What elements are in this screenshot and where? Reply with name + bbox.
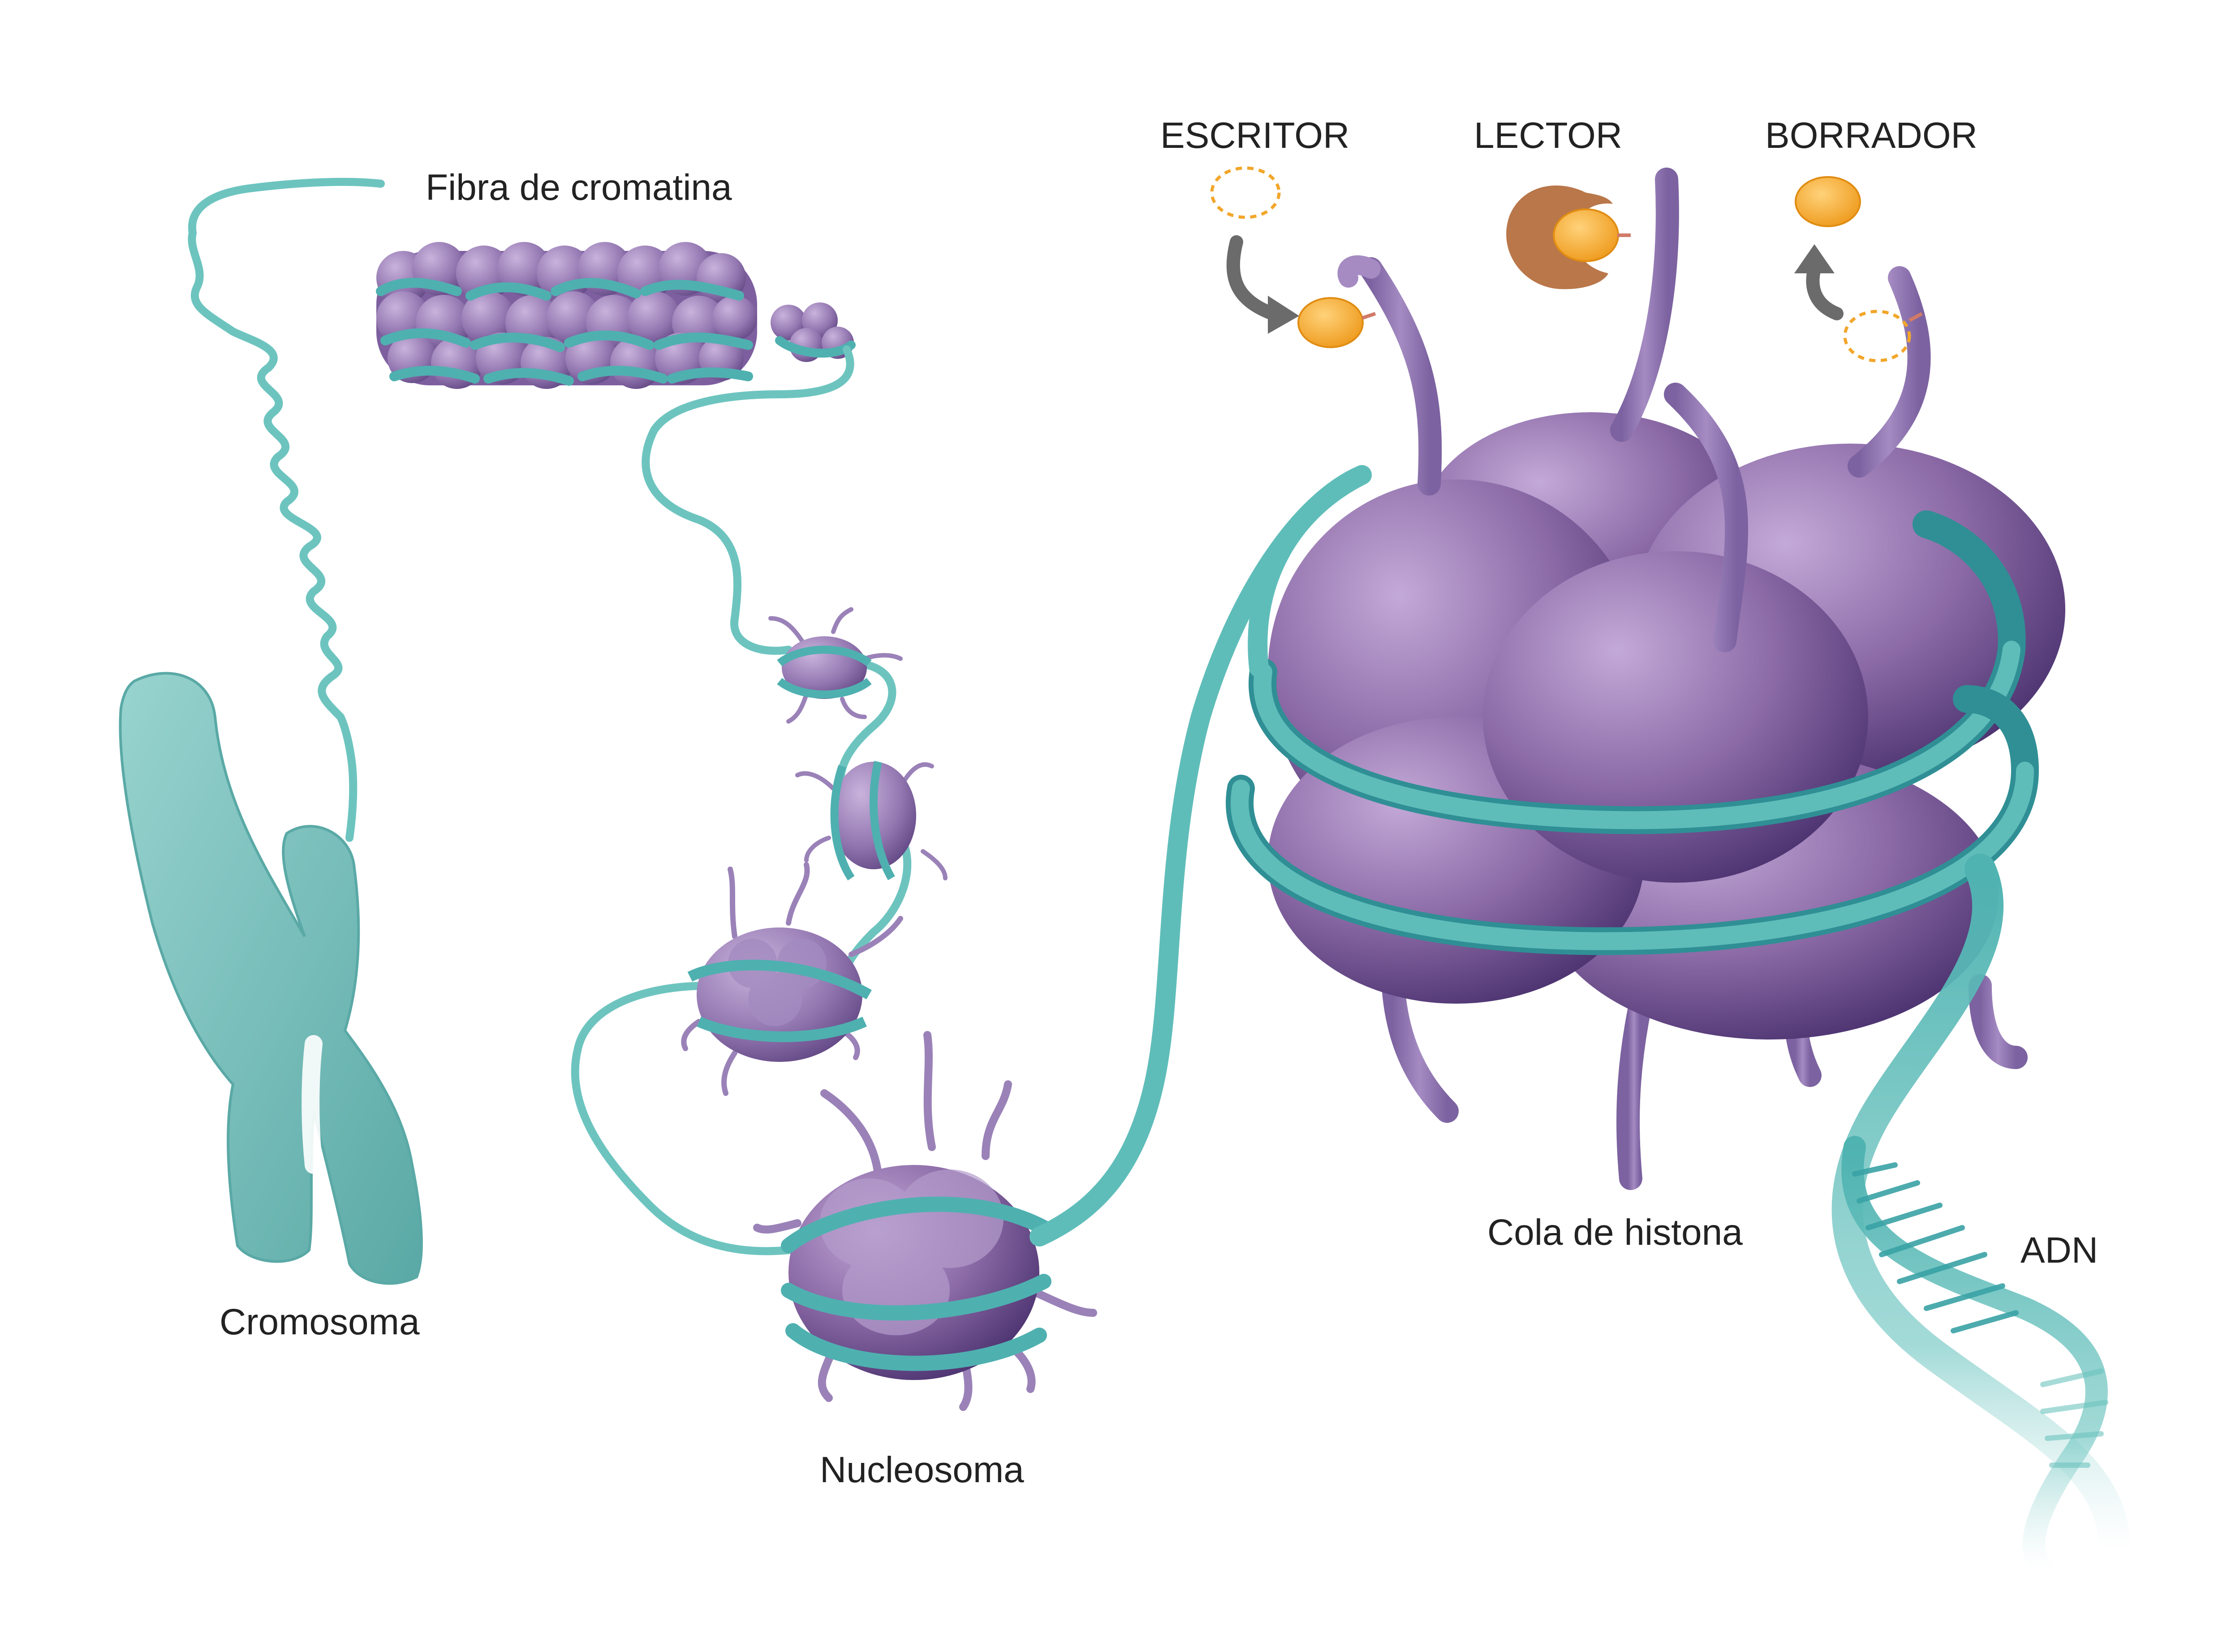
nucleosome-icon [753,465,1372,1411]
label-nucleosome: Nucleosoma [820,1449,1024,1490]
dna-strand-chromosome [188,177,385,842]
writer-enzyme-icon [1210,166,1376,348]
nucleosome-small-3 [681,862,903,1096]
label-writer: ESCRITOR [1160,115,1350,156]
label-chromatin-fiber: Fibra de cromatina [426,167,732,208]
label-chromosome: Cromosoma [220,1302,420,1342]
eraser-enzyme-icon [1794,176,1923,362]
label-histone-tail: Cola de histona [1487,1212,1743,1253]
label-reader: LECTOR [1474,115,1623,156]
dna-helix-icon [1831,854,2130,1579]
chromosome-icon [119,672,423,1285]
nucleosome-small-2 [795,761,948,880]
nucleosome-small-1 [768,607,903,724]
label-dna: ADN [2020,1230,2098,1271]
label-eraser: BORRADOR [1765,115,1977,156]
reader-protein-icon [1506,185,1631,289]
chromatin-fiber-icon [376,242,856,389]
histone-octamer-icon [1226,168,2065,1190]
